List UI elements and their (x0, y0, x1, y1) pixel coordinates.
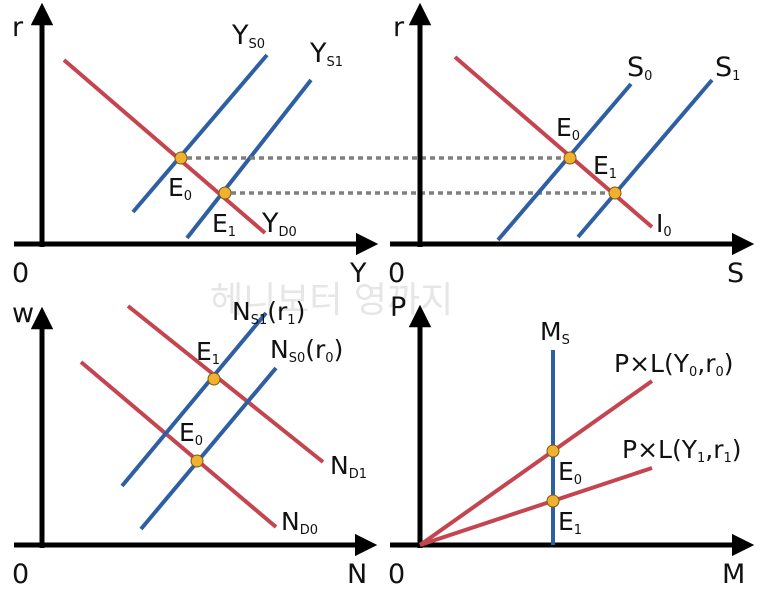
money-x-axis-label: M (722, 559, 745, 590)
funds-E0-label: E0 (556, 113, 580, 144)
labor-E1-label: E1 (196, 337, 220, 368)
funds-demand0-label: I0 (656, 209, 672, 240)
goods-x-axis-label: Y (349, 258, 367, 289)
money-E0-label: E0 (558, 457, 582, 488)
money-supply-label: MS (540, 317, 570, 348)
money-E1-label: E1 (558, 507, 582, 538)
funds-equilibrium-E1 (608, 186, 622, 200)
funds-equilibrium-E0 (563, 151, 577, 165)
funds-supply0-label: S0 (627, 52, 652, 84)
money-y-axis-label: P (390, 292, 406, 323)
labor-market-panel: w N 0 NS1(r1) NS0(r0) ND1 ND0 E1 E0 (12, 297, 378, 590)
money-equilibrium-E1 (546, 494, 560, 508)
labor-supply0-label: NS0(r0) (270, 335, 343, 366)
goods-supply0-label: YS0 (231, 20, 265, 52)
labor-y-axis-label: w (12, 298, 34, 329)
funds-origin-label: 0 (388, 258, 405, 289)
labor-demand1-label: ND1 (330, 451, 367, 482)
funds-demand-line-I0 (453, 55, 654, 229)
money-demand-line-1 (419, 466, 653, 547)
labor-equilibrium-E1 (207, 372, 221, 386)
goods-demand-line-YD0 (62, 58, 267, 235)
labor-supply1-label: NS1(r1) (232, 297, 305, 328)
goods-origin-label: 0 (12, 258, 29, 289)
goods-market-panel: r Y 0 YS0 YS1 YD0 E0 E1 (12, 2, 379, 289)
funds-supply-line-S0 (496, 82, 633, 242)
funds-supply-line-S1 (576, 78, 714, 239)
money-demand0-label: P×L(Y0,r0) (614, 349, 734, 380)
labor-equilibrium-E0 (190, 454, 204, 468)
goods-E0-label: E0 (168, 173, 192, 204)
money-demand1-label: P×L(Y1,r1) (622, 435, 742, 466)
money-equilibrium-E0 (546, 444, 560, 458)
funds-x-axis-label: S (727, 258, 744, 289)
goods-demand0-label: YD0 (261, 208, 297, 240)
labor-E0-label: E0 (179, 418, 203, 449)
goods-equilibrium-E1 (218, 186, 232, 200)
goods-equilibrium-E0 (174, 151, 188, 165)
labor-x-axis-label: N (347, 559, 367, 590)
labor-origin-label: 0 (12, 559, 29, 590)
funds-supply1-label: S1 (715, 52, 740, 84)
labor-demand-line-ND0 (79, 360, 278, 529)
goods-y-axis-label: r (12, 12, 24, 43)
goods-E1-label: E1 (212, 209, 236, 240)
loanable-funds-panel: r S 0 S0 S1 I0 E0 E1 (388, 2, 755, 289)
labor-demand0-label: ND0 (281, 507, 318, 538)
goods-supply1-label: YS1 (309, 38, 343, 70)
labor-demand-line-ND1 (126, 304, 325, 464)
money-origin-label: 0 (388, 559, 405, 590)
funds-E1-label: E1 (593, 151, 617, 182)
money-demand-line-0 (418, 379, 654, 547)
money-market-panel: P M 0 MS P×L(Y0,r0) P×L(Y1,r1) E0 E1 (388, 292, 755, 590)
labor-supply-line-NS0 (139, 366, 278, 531)
labor-supply-line-NS1 (120, 311, 268, 488)
funds-y-axis-label: r (393, 12, 405, 43)
goods-supply-line-YS1 (185, 78, 313, 240)
goods-supply-line-YS0 (131, 53, 269, 214)
